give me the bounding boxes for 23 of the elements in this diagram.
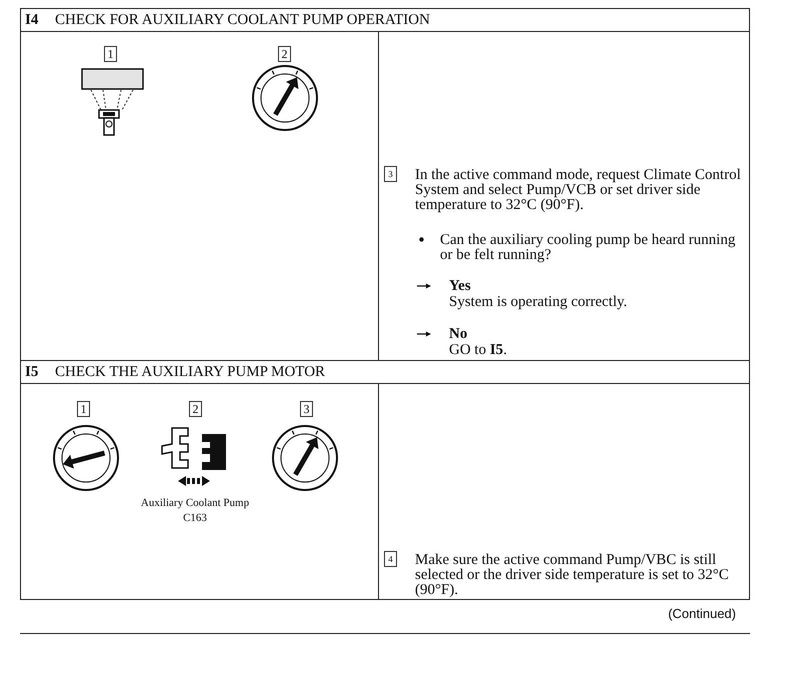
- connector-caption: Auxiliary Coolant Pump: [140, 497, 250, 509]
- step-id: I4: [25, 12, 38, 29]
- procedure-section: [20, 8, 750, 361]
- instruction-text: Make sure the active command Pump/VBC is still selected or the driver side temperature is set to 32°C (90°F).: [415, 553, 730, 598]
- step-number: 3: [300, 401, 313, 417]
- step-number: 4: [384, 551, 397, 567]
- connector-caption: C163: [183, 512, 207, 524]
- section-heading: CHECK THE AUXILIARY PUMP MOTOR: [55, 364, 326, 381]
- answer-heading: Yes: [449, 279, 471, 294]
- procedure-section: [20, 360, 750, 600]
- instruction-text: System is operating correctly.: [449, 295, 628, 310]
- answer-heading: No: [449, 327, 468, 342]
- section-heading: CHECK FOR AUXILIARY COOLANT PUMP OPERATION: [55, 12, 430, 29]
- step-number: 1: [104, 46, 117, 62]
- step-number: 1: [77, 401, 90, 417]
- instruction-text: In the active command mode, request Climate Control System and select Pump/VCB or set driver side temperature to 32°C (90°F).: [415, 168, 742, 213]
- continued-note: (Continued): [668, 606, 736, 621]
- step-number: 2: [278, 46, 291, 62]
- instruction-text: Can the auxiliary cooling pump be heard running or be felt running?: [440, 233, 736, 263]
- step-id: I5: [25, 364, 38, 381]
- instruction-text: GO to I5.: [449, 343, 507, 358]
- step-number: 3: [384, 166, 397, 182]
- step-number: 2: [189, 401, 202, 417]
